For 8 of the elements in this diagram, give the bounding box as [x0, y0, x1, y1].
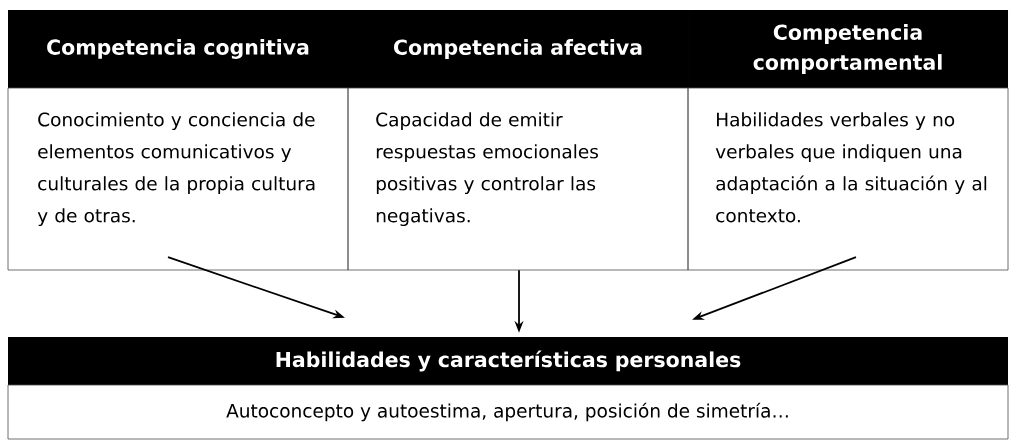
node-label: Competencia afectiva: [394, 39, 642, 59]
summary-box: Habilidades y características personales Autoconcepto y autoestima, apertura, posición de simetría…: [7, 337, 1009, 440]
node-label: Competencia cognitiva: [47, 39, 309, 59]
node-label: Habilidades y características personales: [276, 350, 741, 372]
node-label: Competencia comportamental: [753, 24, 942, 74]
column-box: Competencia cognitiva Conocimiento y conciencia de elementos comunicativos y culturales de la propia cultura y de otras.: [7, 10, 349, 271]
column-box: Competencia afectiva Capacidad de emitir respuestas emocionales positivas y controlar las negativas.: [347, 10, 689, 271]
column-box: Competencia comportamental Habilidades verbales y no verbales que indiquen una adaptación a la situación y al contexto.: [687, 10, 1009, 271]
